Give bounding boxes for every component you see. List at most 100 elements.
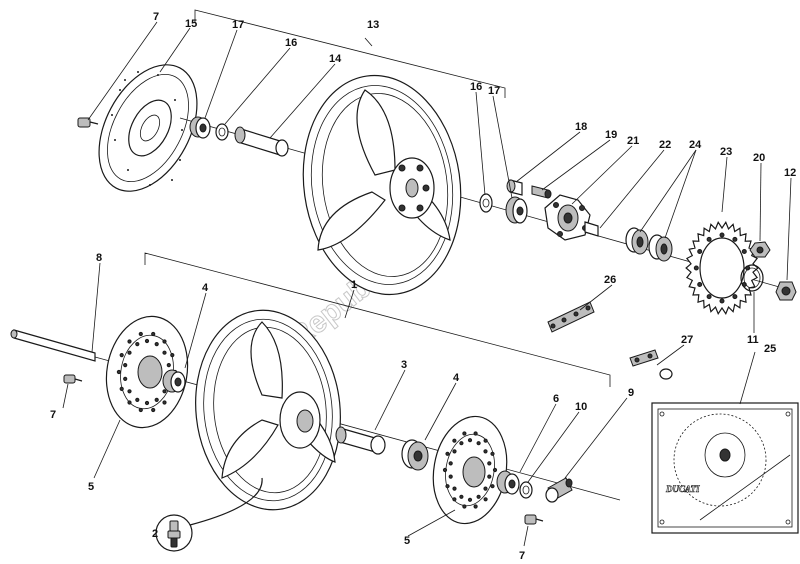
bearing-4a [162, 369, 186, 393]
tire-valve-2 [155, 477, 263, 552]
disc-hole [462, 504, 467, 509]
disc-hole [445, 451, 450, 456]
callout-7-b: 7 [50, 409, 56, 421]
disc-bolt-front-left [63, 374, 83, 384]
callout-15: 15 [185, 18, 197, 30]
disc-hole [135, 397, 140, 402]
callout-3: 3 [401, 359, 407, 371]
callout-10: 10 [575, 401, 587, 413]
disc-hole [483, 449, 488, 454]
callout-14: 14 [329, 53, 342, 65]
disc-hole [151, 331, 156, 337]
seal-10 [519, 481, 533, 499]
bearing-4b [401, 439, 429, 471]
callout-5-b: 5 [404, 535, 410, 547]
bearing-24a [625, 227, 649, 255]
disc-hole [452, 486, 457, 491]
sprocket-hole [719, 298, 725, 304]
disc-hole [452, 438, 457, 443]
callout-27: 27 [681, 334, 693, 346]
bearing-6 [496, 470, 520, 495]
disc-hole [452, 497, 457, 502]
sprocket-hole [706, 236, 712, 242]
disc-hole [162, 350, 167, 355]
sprocket-bush-19 [531, 185, 552, 199]
disc-hole [166, 363, 171, 368]
disc-hole [127, 350, 132, 355]
rear-seal-16b [479, 193, 493, 213]
disc-hole [154, 397, 159, 402]
callout-16-a: 16 [285, 37, 297, 49]
callout-6: 6 [553, 393, 559, 405]
disc-hole [119, 353, 124, 358]
callout-5-a: 5 [88, 481, 94, 493]
front-wheel [195, 309, 341, 511]
callout-9: 9 [628, 387, 634, 399]
circlip-11 [740, 264, 764, 292]
callout-12: 12 [784, 167, 796, 179]
callout-1: 1 [351, 279, 357, 291]
disc-hole [448, 461, 453, 466]
disc-hole [162, 339, 167, 344]
rear-wheel [302, 74, 462, 296]
callout-19: 19 [605, 129, 617, 141]
callout-17-a: 17 [232, 19, 244, 31]
axle-nut-9 [545, 477, 573, 503]
nut-12 [775, 281, 797, 301]
sprocket-decal-25: DUCATI [651, 402, 799, 534]
master-link-27 [629, 349, 673, 380]
disc-hole [119, 386, 124, 391]
disc-hole [483, 486, 488, 491]
callout-26: 26 [604, 274, 616, 286]
front-brake-disc-left [105, 315, 189, 429]
disc-hole [170, 353, 175, 358]
disc-hole [487, 474, 492, 479]
disc-hole [445, 484, 450, 489]
disc-hole [452, 449, 457, 454]
callout-4-a: 4 [202, 282, 209, 294]
callout-17-b: 17 [488, 85, 500, 97]
disc-hole [127, 400, 132, 405]
rear-seal-16 [215, 123, 229, 141]
callout-23: 23 [720, 146, 732, 158]
disc-hole [138, 331, 143, 337]
front-spacer-3 [335, 426, 386, 455]
callout-25: 25 [764, 343, 776, 355]
sprocket-hole [732, 294, 738, 300]
disc-hole [127, 389, 132, 394]
sprocket-hole [719, 232, 725, 238]
ducati-emblem: DUCATI [665, 484, 700, 494]
disc-hole [162, 400, 167, 405]
disc-hole [467, 438, 473, 443]
callout-13: 13 [367, 19, 379, 31]
callout-22: 22 [659, 139, 671, 151]
callout-20: 20 [753, 152, 765, 164]
disc-hole [483, 438, 488, 443]
disc-hole [442, 467, 448, 473]
disc-hole [492, 467, 498, 473]
disc-bolt-front-right [524, 514, 544, 525]
callout-18: 18 [575, 121, 587, 133]
disc-hole [144, 400, 150, 406]
callout-11: 11 [747, 334, 759, 346]
disc-hole [473, 431, 478, 436]
sprocket-hole [732, 236, 738, 242]
callout-8: 8 [96, 252, 102, 264]
disc-hole [459, 441, 464, 446]
rear-bearing-17b [505, 196, 528, 224]
disc-hole [487, 461, 492, 466]
group-bracket-1 [144, 252, 611, 387]
callout-2: 2 [152, 528, 158, 540]
disc-hole [151, 407, 156, 413]
disc-hole [476, 494, 481, 499]
rear-sprocket-23 [685, 221, 759, 315]
sprocket-hole [693, 265, 699, 271]
callout-24: 24 [689, 139, 702, 151]
callout-7-a: 7 [153, 11, 159, 23]
disc-hole [490, 451, 495, 456]
rear-brake-disc [98, 64, 198, 192]
leader-lines [62, 21, 792, 547]
callout-4-b: 4 [453, 372, 460, 384]
disc-hole [483, 497, 488, 502]
